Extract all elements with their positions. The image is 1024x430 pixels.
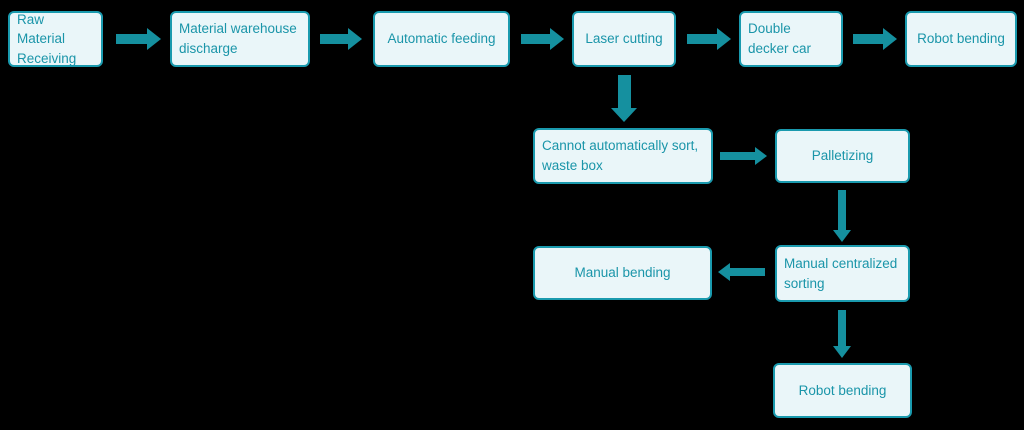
node-double-decker-car: Double decker car	[739, 11, 843, 67]
arrow-head	[550, 28, 564, 50]
arrow-right-icon	[720, 147, 767, 165]
node-label: Double decker car	[748, 21, 812, 56]
node-label: Material warehouse discharge	[179, 21, 297, 56]
arrow-right-icon	[853, 28, 897, 50]
node-label: Automatic feeding	[387, 31, 496, 47]
arrow-right-icon	[116, 28, 161, 50]
node-label: Laser cutting	[585, 31, 663, 47]
arrow-stem	[617, 75, 631, 108]
node-material-warehouse-discharge: Material warehouse discharge	[170, 11, 310, 67]
node-manual-bending: Manual bending	[533, 246, 712, 300]
arrow-stem	[730, 268, 765, 276]
node-robot-bending-bottom: Robot bending	[773, 363, 912, 418]
node-label: Palletizing	[811, 148, 874, 164]
arrow-down-icon	[611, 75, 637, 122]
arrow-right-icon	[521, 28, 564, 50]
arrow-head	[833, 346, 851, 358]
arrow-stem	[687, 34, 717, 44]
arrow-head	[755, 147, 767, 165]
arrow-head	[883, 28, 897, 50]
arrow-head	[718, 263, 730, 281]
arrow-head	[833, 230, 851, 242]
arrow-head	[348, 28, 362, 50]
node-label: Raw Material Receiving	[17, 11, 77, 66]
arrow-down-icon	[833, 310, 851, 358]
node-raw-material-receiving: Raw Material Receiving	[8, 11, 103, 67]
arrow-stem	[521, 34, 550, 44]
node-label: Manual bending	[574, 265, 671, 281]
node-automatic-feeding: Automatic feeding	[373, 11, 510, 67]
node-label: Cannot automatically sort, waste box	[542, 138, 699, 173]
node-label: Robot bending	[798, 382, 887, 398]
node-laser-cutting: Laser cutting	[572, 11, 676, 67]
arrow-stem	[838, 310, 846, 346]
arrow-head	[147, 28, 161, 50]
arrow-stem	[116, 34, 147, 44]
node-robot-bending-top: Robot bending	[905, 11, 1017, 67]
node-palletizing: Palletizing	[775, 129, 910, 183]
arrow-left-icon	[718, 263, 765, 281]
arrow-head	[611, 108, 637, 122]
arrow-down-icon	[833, 190, 851, 242]
arrow-stem	[720, 152, 755, 160]
arrow-right-icon	[320, 28, 362, 50]
arrow-right-icon	[687, 28, 731, 50]
arrow-stem	[320, 34, 348, 44]
arrow-stem	[853, 34, 883, 44]
node-manual-centralized-sorting: Manual centralized sorting	[775, 245, 910, 302]
arrow-stem	[838, 190, 846, 230]
node-waste-box: Cannot automatically sort, waste box	[533, 128, 713, 184]
node-label: Robot bending	[917, 31, 1005, 47]
node-label: Manual centralized sorting	[784, 255, 898, 291]
arrow-head	[717, 28, 731, 50]
